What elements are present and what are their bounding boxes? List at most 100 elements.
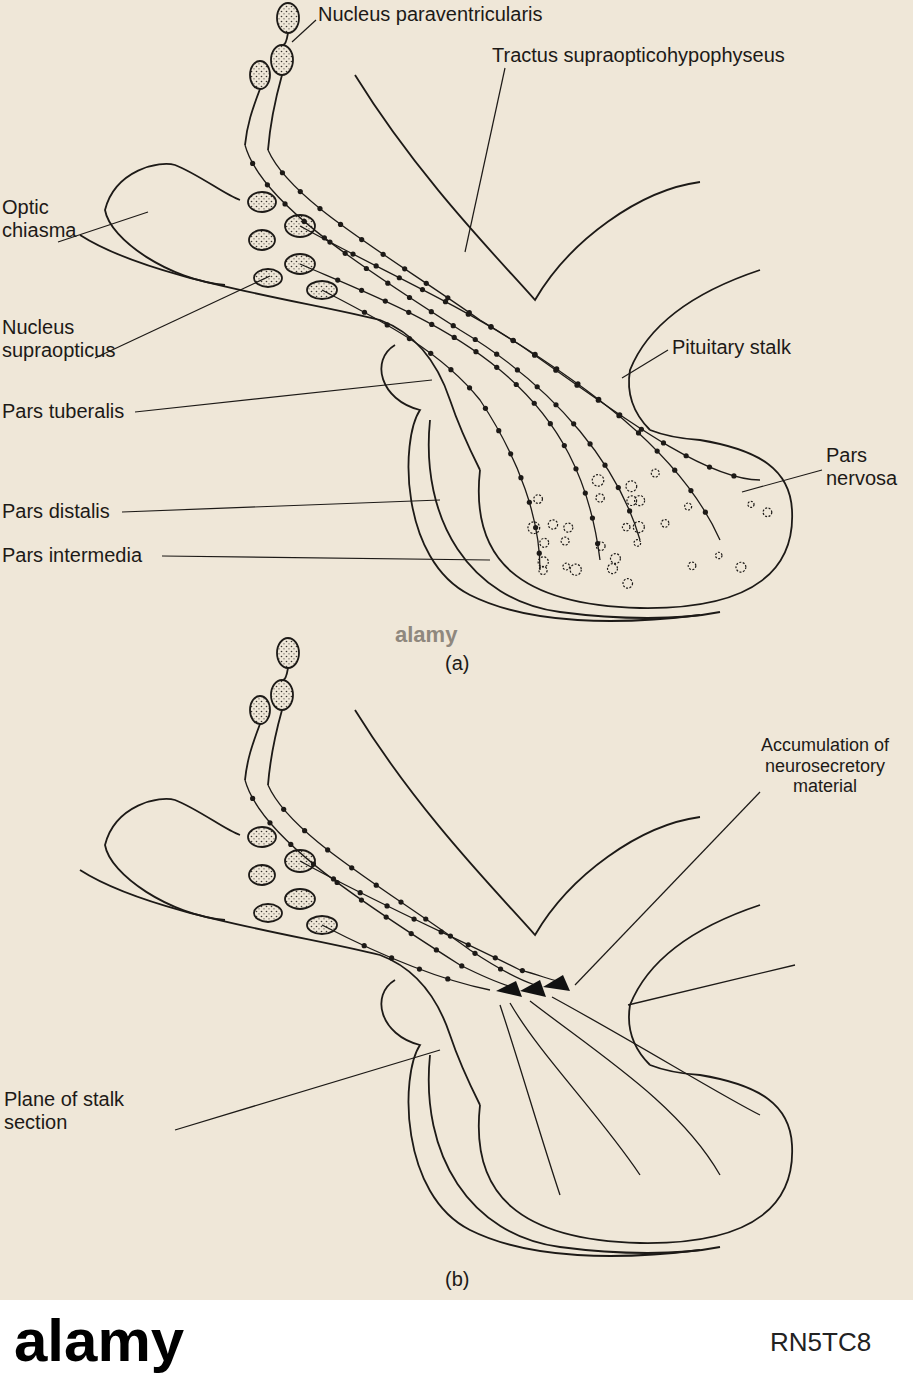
herring-body <box>626 481 637 492</box>
structure-label: Optic chiasma <box>2 196 86 242</box>
neurosecretory-granule <box>535 384 540 389</box>
neurosecretory-granule <box>302 219 307 224</box>
neurosecretory-granule <box>384 914 389 919</box>
neurosecretory-granule <box>494 365 499 370</box>
neurosecretory-granule <box>448 933 453 938</box>
neurosecretory-granule <box>385 281 390 286</box>
neurosecretory-granule <box>383 298 388 303</box>
herring-body <box>564 523 573 532</box>
herring-body <box>540 538 549 547</box>
neurosecretory-granule <box>374 263 379 268</box>
herring-body <box>534 495 543 504</box>
neurosecretory-granule <box>407 295 412 300</box>
neurosecretory-granule <box>483 406 488 411</box>
neurosecretory-granule <box>573 466 578 471</box>
neurosecretory-granule <box>494 352 499 357</box>
hypothalamus-figure-a <box>80 3 792 621</box>
neurosecretory-granule <box>302 828 307 833</box>
neurosecretory-granule <box>488 324 493 329</box>
neurosecretory-granule <box>515 367 520 372</box>
neurosecretory-granule <box>434 947 439 952</box>
neurosecretory-granule <box>322 235 327 240</box>
neurosecretory-granule <box>661 440 666 445</box>
neurosecretory-granule <box>280 170 285 175</box>
leader-lines <box>58 20 822 985</box>
herring-body <box>538 557 548 567</box>
image-id: RN5TC8 <box>770 1328 871 1358</box>
neurosecretory-granule <box>616 485 621 490</box>
herring-body <box>608 564 618 574</box>
neurosecretory-granule <box>655 448 660 453</box>
herring-body <box>763 508 772 517</box>
neurosecretory-granule <box>590 515 595 520</box>
neurosecretory-granule <box>385 322 390 327</box>
neurosecretory-granule <box>596 397 601 402</box>
neurosecretory-granule <box>349 865 354 870</box>
panel-label: (b) <box>445 1268 469 1291</box>
neurosecretory-granule <box>532 353 537 358</box>
neurosecretory-granule <box>514 382 519 387</box>
herring-body <box>622 523 630 531</box>
structure-label: Pars nervosa <box>826 444 908 490</box>
herring-body <box>528 522 540 534</box>
neurosecretory-granule <box>616 413 621 418</box>
neurosecretory-granule <box>583 490 588 495</box>
neurosecretory-granule <box>596 398 601 403</box>
neurosecretory-granule <box>532 401 537 406</box>
neurosecretory-granule <box>397 275 402 280</box>
neurosecretory-granule <box>359 237 364 242</box>
neurosecretory-granule <box>358 890 363 895</box>
neurosecretory-granule <box>627 508 632 513</box>
neurosecretory-granule <box>508 451 513 456</box>
neurosecretory-granule <box>327 240 332 245</box>
neurosecretory-granule <box>466 312 471 317</box>
neurosecretory-granule <box>423 916 428 921</box>
neurosecretory-granule <box>602 463 607 468</box>
herring-body <box>661 520 669 528</box>
structure-label: Nucleus supraopticus <box>2 316 132 362</box>
neurosecretory-granule <box>350 252 355 257</box>
neurosecretory-granule <box>364 266 369 271</box>
herring-body <box>688 562 696 570</box>
herring-body <box>539 566 547 574</box>
neurosecretory-granule <box>520 968 525 973</box>
neurosecretory-granule <box>335 277 340 282</box>
neurosecretory-granule <box>384 903 389 908</box>
neurosecretory-granule <box>331 876 336 881</box>
herring-body <box>548 520 557 529</box>
neurosecretory-granule <box>518 475 523 480</box>
neurosecretory-granule <box>407 336 412 341</box>
neurosecretory-granule <box>282 201 287 206</box>
structure-label: Pars intermedia <box>2 544 142 567</box>
neurosecretory-granule <box>510 338 515 343</box>
neurosecretory-granule <box>443 299 448 304</box>
neurosecretory-granule <box>428 351 433 356</box>
herring-body <box>627 496 637 506</box>
neurosecretory-granule <box>473 349 478 354</box>
neurosecretory-granule <box>338 222 343 227</box>
herring-body <box>570 564 581 575</box>
panel-label: (a) <box>445 652 469 675</box>
herring-bodies <box>528 469 772 588</box>
neurosecretory-granule <box>265 182 270 187</box>
neurosecretory-granule <box>617 412 622 417</box>
neurosecretory-granule <box>548 421 553 426</box>
hypothalamus-figure-b <box>80 638 792 1256</box>
neurosecretory-granule <box>587 441 592 446</box>
neurosecretory-granule <box>374 883 379 888</box>
neurosecretory-granule <box>488 324 493 329</box>
structure-label: Plane of stalk section <box>4 1088 130 1134</box>
herring-body <box>561 537 569 545</box>
neurosecretory-granule <box>343 251 348 256</box>
neurosecretory-granule <box>409 931 414 936</box>
neurosecretory-granule <box>250 161 255 166</box>
neurosecretory-granule <box>362 310 367 315</box>
neurosecretory-granule <box>359 288 364 293</box>
neurosecretory-granule <box>429 309 434 314</box>
neurosecretory-granule <box>359 897 364 902</box>
neurosecretory-granule <box>537 551 542 556</box>
sectioned-tract <box>175 780 795 1195</box>
neurosecretory-granule <box>672 468 677 473</box>
neurosecretory-granule <box>267 820 272 825</box>
